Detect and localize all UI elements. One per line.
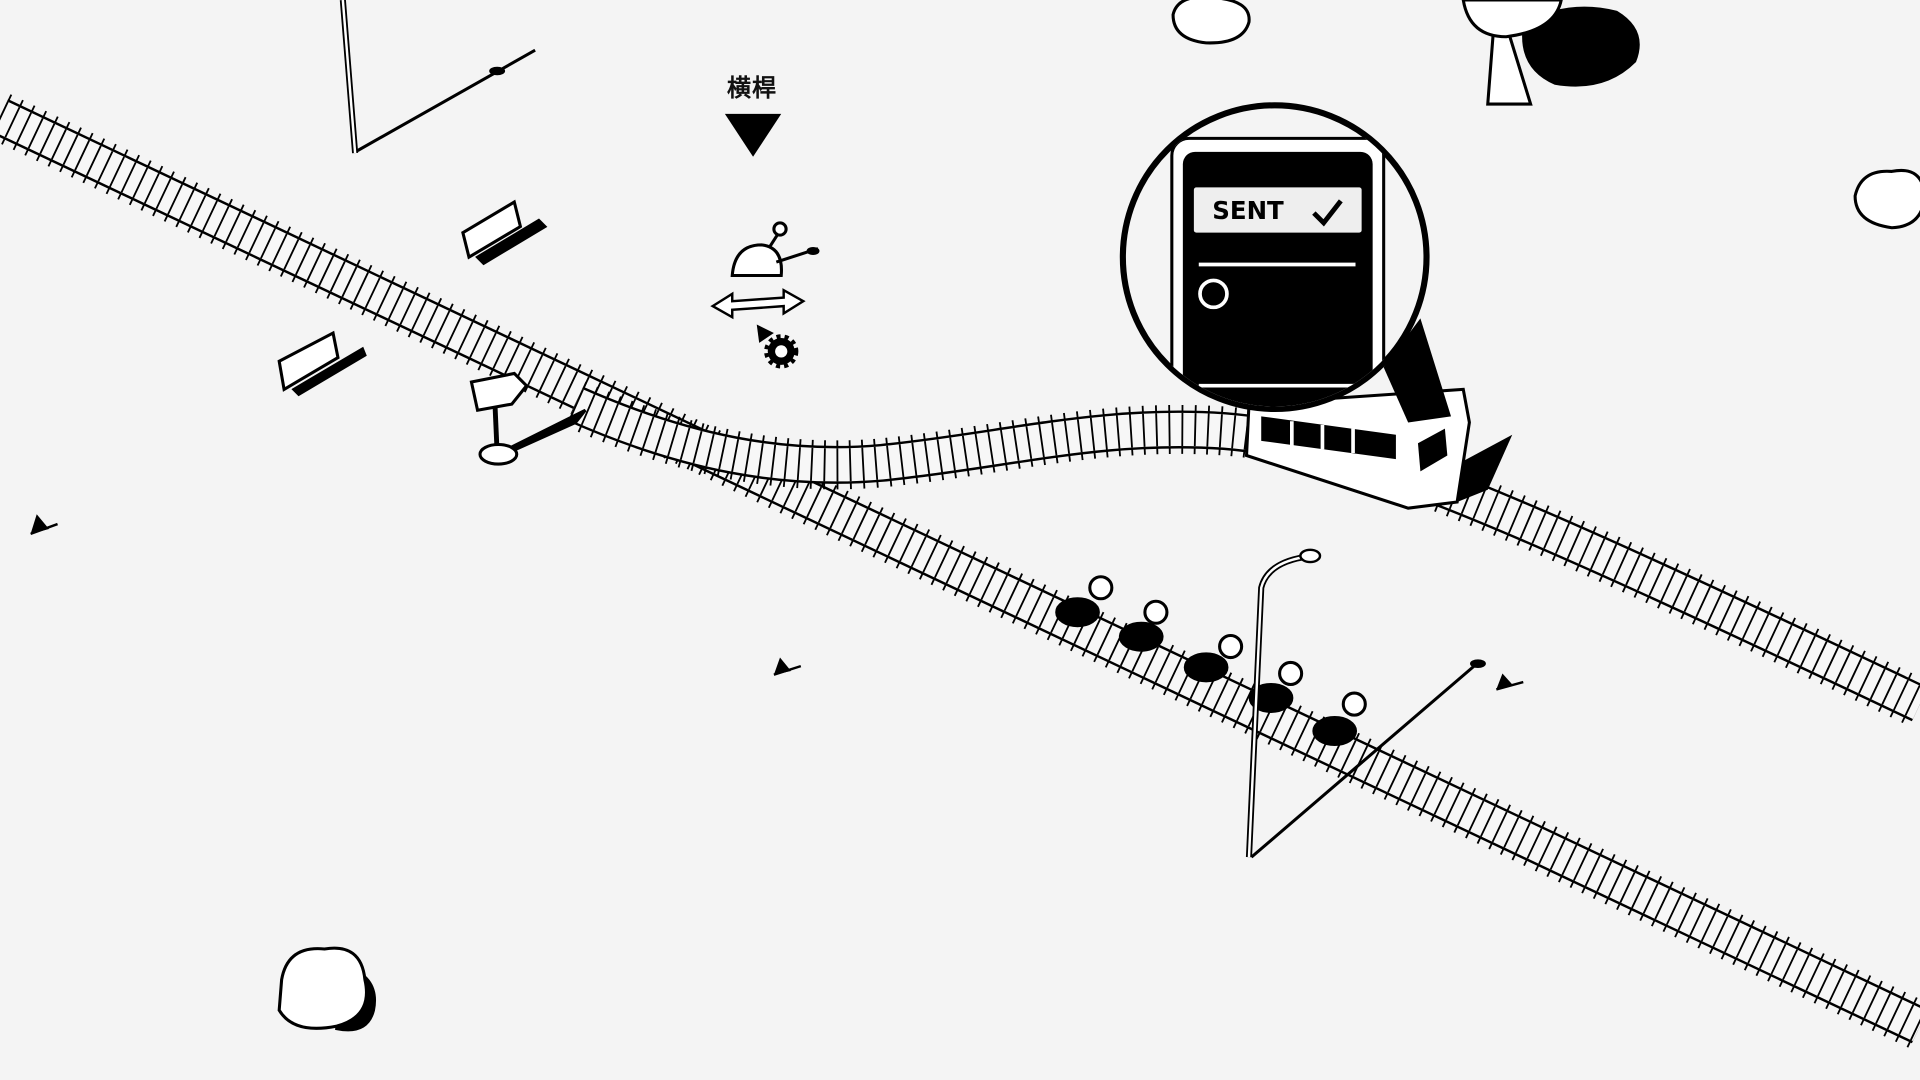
double-arrow-icon[interactable] <box>710 288 806 320</box>
gear-icon[interactable] <box>756 324 799 369</box>
person <box>1312 691 1367 747</box>
bush <box>277 946 376 1032</box>
people-on-track <box>1055 575 1367 747</box>
lamp-post <box>339 0 536 154</box>
barrier <box>277 330 367 397</box>
bush <box>1853 168 1920 230</box>
person <box>1183 633 1244 683</box>
track-branch-to-train <box>565 381 1920 727</box>
direction-sign <box>469 371 587 466</box>
track-main-to-lower <box>0 94 1920 1049</box>
lever-label: 横桿 <box>727 74 777 102</box>
ground-marker <box>30 514 58 536</box>
person <box>1055 575 1114 628</box>
ground-marker <box>773 657 802 676</box>
barrier <box>461 199 548 266</box>
person <box>1248 660 1304 713</box>
checkmark-icon <box>1312 199 1343 227</box>
lever-icon[interactable] <box>730 221 820 278</box>
sent-status-label: SENT <box>1212 196 1284 225</box>
down-triangle-icon <box>724 113 782 157</box>
bush <box>1171 0 1251 45</box>
ground-marker <box>1496 673 1524 691</box>
person <box>1118 599 1169 652</box>
zoom-bubble: SENT <box>1119 102 1452 423</box>
radio-circle-icon <box>1198 278 1229 310</box>
tree <box>1461 0 1640 106</box>
lamp-post <box>1245 548 1486 859</box>
